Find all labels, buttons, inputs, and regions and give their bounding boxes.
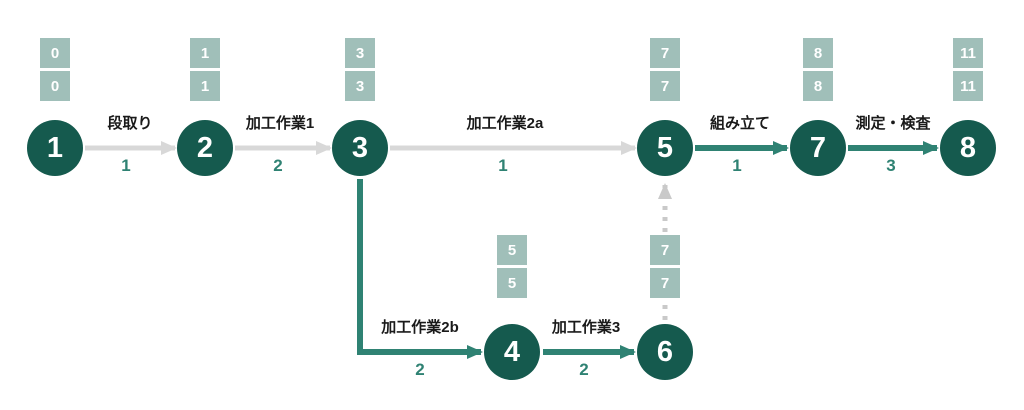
edge-3-4-arrow (357, 179, 483, 359)
node-2-times: 1 1 (190, 38, 220, 104)
node-7-latest: 8 (803, 71, 833, 101)
node-6-earliest: 7 (650, 235, 680, 265)
node-5-latest: 7 (650, 71, 680, 101)
node-7-times: 8 8 (803, 38, 833, 104)
node-3-latest: 3 (345, 71, 375, 101)
node-6-times: 7 7 (650, 235, 680, 301)
node-5: 5 (637, 120, 693, 176)
edge-3-5-duration: 1 (498, 156, 508, 175)
edge-2-3-duration: 2 (273, 156, 283, 175)
edge-3-4-label: 加工作業2b (381, 319, 459, 336)
edge-7-8-label: 測定・検査 (855, 115, 931, 132)
node-6-latest: 7 (650, 268, 680, 298)
node-4-times: 5 5 (497, 235, 527, 301)
edge-1-2-label: 段取り (107, 115, 153, 132)
node-3: 3 (332, 120, 388, 176)
edge-2-3-label: 加工作業1 (245, 115, 315, 132)
node-8-latest: 11 (953, 71, 983, 101)
node-8-times: 11 11 (953, 38, 983, 104)
node-6: 6 (637, 324, 693, 380)
edge-5-7-label: 組み立て (709, 115, 771, 132)
node-2-latest: 1 (190, 71, 220, 101)
node-1-times: 0 0 (40, 38, 70, 104)
edge-1-2-duration: 1 (121, 156, 131, 175)
node-1-latest: 0 (40, 71, 70, 101)
node-4-earliest: 5 (497, 235, 527, 265)
node-3-times: 3 3 (345, 38, 375, 104)
edge-3-4-duration: 2 (415, 360, 425, 379)
edge-3-5-label: 加工作業2a (466, 115, 544, 132)
node-7: 7 (790, 120, 846, 176)
node-5-earliest: 7 (650, 38, 680, 68)
node-1: 1 (27, 120, 83, 176)
edge-5-7-duration: 1 (732, 156, 742, 175)
node-7-earliest: 8 (803, 38, 833, 68)
node-2: 2 (177, 120, 233, 176)
node-3-earliest: 3 (345, 38, 375, 68)
edge-4-6-label: 加工作業3 (551, 319, 621, 336)
node-8-earliest: 11 (953, 38, 983, 68)
edge-4-6-duration: 2 (579, 360, 589, 379)
edge-7-8-duration: 3 (886, 156, 896, 175)
node-5-times: 7 7 (650, 38, 680, 104)
node-4: 4 (484, 324, 540, 380)
node-2-earliest: 1 (190, 38, 220, 68)
node-1-earliest: 0 (40, 38, 70, 68)
node-8: 8 (940, 120, 996, 176)
node-4-latest: 5 (497, 268, 527, 298)
